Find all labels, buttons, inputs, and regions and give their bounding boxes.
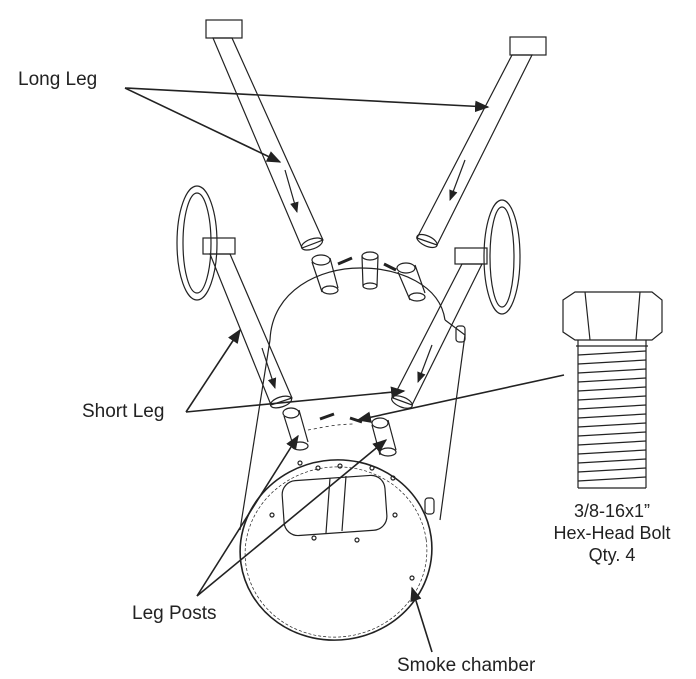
bolt-size-label: 3/8-16x1” bbox=[573, 501, 651, 521]
short-leg-right bbox=[391, 199, 521, 409]
bolt-name-label: Hex-Head Bolt bbox=[553, 523, 671, 543]
hex-head-bolt bbox=[562, 291, 663, 489]
short-leg-label: Short Leg bbox=[82, 401, 165, 422]
leg-posts-label: Leg Posts bbox=[132, 603, 217, 624]
long-leg-left bbox=[205, 19, 324, 251]
smoke-chamber-label: Smoke chamber bbox=[397, 655, 536, 676]
smoke-chamber bbox=[239, 267, 466, 641]
short-leg-left bbox=[176, 185, 293, 409]
callout-lines bbox=[124, 87, 565, 653]
bolt-qty-label: Qty. 4 bbox=[588, 545, 636, 565]
leg-posts-upper bbox=[311, 251, 426, 302]
long-leg-label: Long Leg bbox=[18, 69, 98, 90]
long-leg-right bbox=[416, 36, 547, 249]
